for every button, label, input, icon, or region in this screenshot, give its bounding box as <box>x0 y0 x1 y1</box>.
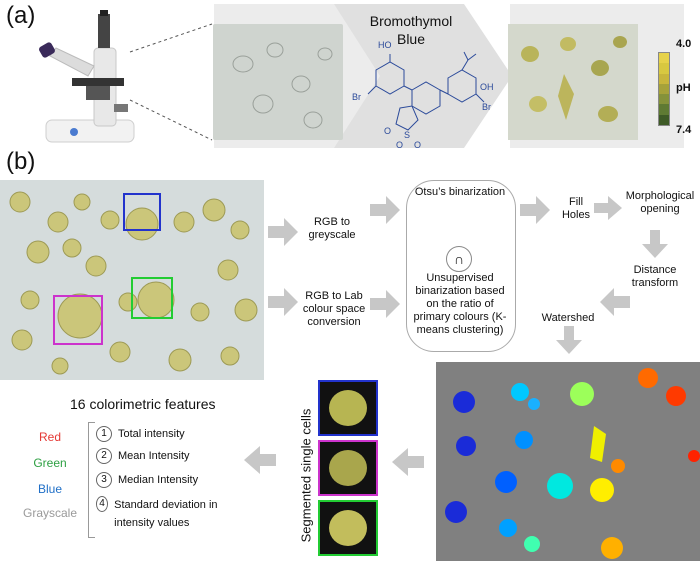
segmented-cells-label: Segmented single cells <box>299 396 314 556</box>
step-rgb-to-lab: RGB to Lab colour space conversion <box>296 290 372 329</box>
step-fill-holes: Fill Holes <box>558 196 594 222</box>
arrow-morph-to-distance <box>642 230 668 258</box>
dye-title-line1: Bromothymol <box>366 12 456 30</box>
feature-number-4: 4 <box>96 496 108 512</box>
chem-label-s: S <box>404 130 410 140</box>
features-bracket <box>88 422 95 538</box>
step-watershed: Watershed <box>536 312 600 325</box>
segmented-cell-blue-body <box>329 390 367 426</box>
step-morphological-opening: Morphological opening <box>620 190 700 216</box>
feature-number-2: 2 <box>96 448 112 464</box>
cells-microscopy-image <box>0 180 264 380</box>
channel-blue: Blue <box>20 482 80 496</box>
ph-colorbar-top-label: 4.0 <box>676 38 691 50</box>
arrow-fill-to-morph <box>594 196 622 220</box>
unstained-cells-image <box>213 24 343 140</box>
ph-colorbar-swatch-4 <box>659 84 669 94</box>
arrow-result-to-singles <box>392 448 424 476</box>
feature-text-3: Median Intensity <box>118 474 198 486</box>
chem-label-o1: O <box>384 126 391 136</box>
segmented-cell-green <box>318 500 378 556</box>
panel-b-label: (b) <box>6 148 35 176</box>
feature-number-1: 1 <box>96 426 112 442</box>
ph-colorbar-swatch-3 <box>659 74 669 84</box>
ph-colorbar-swatch-5 <box>659 94 669 104</box>
step-kmeans-binarization: Unsupervised binarization based on the r… <box>410 272 510 337</box>
ph-colorbar-swatch-1 <box>659 53 669 63</box>
chem-label-ho: HO <box>378 40 392 50</box>
bromothymol-blue-structure <box>346 50 496 146</box>
chem-label-oh: OH <box>480 82 494 92</box>
step-distance-transform: Distance transform <box>620 264 690 290</box>
chem-label-o3: O <box>414 140 421 150</box>
feature-item-1: 1 Total intensity <box>96 426 185 442</box>
feature-text-1: Total intensity <box>118 428 185 440</box>
stained-cells-image <box>508 24 638 140</box>
features-title: 16 colorimetric features <box>70 396 216 412</box>
arrow-singles-to-features <box>244 446 276 474</box>
ph-colorbar-bottom-label: 7.4 <box>676 124 691 136</box>
feature-item-3: 3 Median Intensity <box>96 472 198 488</box>
arrow-grey-to-otsu <box>370 196 400 224</box>
chem-label-br-left: Br <box>352 92 361 102</box>
arrow-lab-to-kmeans <box>370 290 400 318</box>
feature-text-4: Standard deviation in intensity values <box>114 496 246 532</box>
chem-label-o2: O <box>396 140 403 150</box>
segmented-cell-magenta-body <box>329 450 367 486</box>
ph-colorbar <box>658 52 670 126</box>
arrow-to-rgb-lab <box>268 288 298 316</box>
feature-number-3: 3 <box>96 472 112 488</box>
feature-item-2: 2 Mean Intensity <box>96 448 190 464</box>
intersect-icon: ∩ <box>446 246 472 272</box>
step-otsu-binarization: Otsu’s binarization <box>412 186 508 199</box>
segmented-cell-blue <box>318 380 378 436</box>
arrow-to-rgb-grey <box>268 218 298 246</box>
step-rgb-to-greyscale: RGB to greyscale <box>300 216 364 242</box>
arrow-distance-to-watershed <box>600 288 630 316</box>
ph-colorbar-unit: pH <box>676 82 691 94</box>
ph-colorbar-swatch-7 <box>659 115 669 125</box>
arrow-watershed-to-result <box>556 326 582 354</box>
channel-red: Red <box>20 430 80 444</box>
chem-label-br-right: Br <box>482 102 491 112</box>
channel-green: Green <box>20 456 80 470</box>
arrow-to-fill <box>520 196 550 224</box>
watershed-result-image <box>436 362 700 561</box>
segmented-cell-magenta <box>318 440 378 496</box>
segmented-cell-green-body <box>329 510 367 546</box>
feature-item-4: 4 Standard deviation in intensity values <box>96 496 246 532</box>
channel-grayscale: Grayscale <box>16 506 84 520</box>
feature-text-2: Mean Intensity <box>118 450 190 462</box>
ph-colorbar-swatch-2 <box>659 63 669 73</box>
ph-colorbar-swatch-6 <box>659 104 669 114</box>
